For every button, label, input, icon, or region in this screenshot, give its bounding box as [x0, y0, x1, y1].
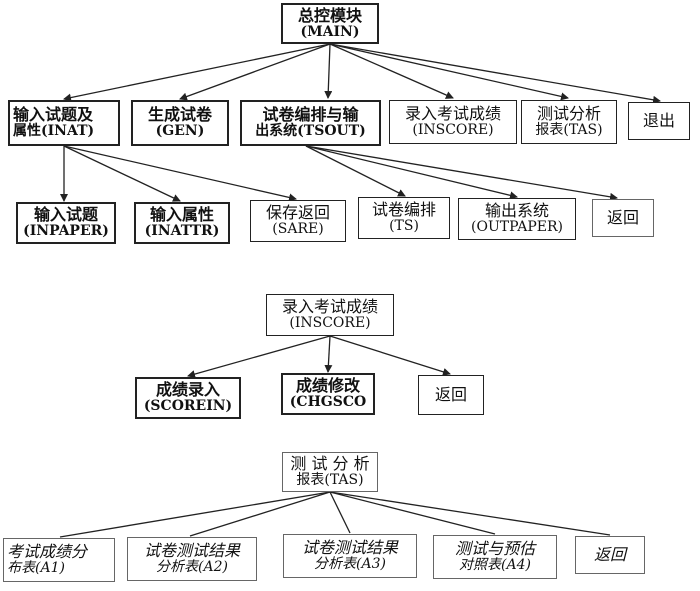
connector-tas-ret3	[329, 491, 611, 536]
connector-main-inscore	[329, 43, 454, 99]
node-tas-detail: 测 试 分 析 报表(TAS)	[282, 452, 378, 492]
node-tsout: 试卷编排与输 出系统(TSOUT)	[240, 100, 381, 146]
node-inpaper: 输入试题 (INPAPER)	[16, 202, 116, 244]
node-a3-label: 试卷测试结果	[301, 538, 398, 558]
node-inattr-label: 输入属性	[149, 205, 214, 225]
node-gen: 生成试卷 (GEN)	[131, 100, 229, 146]
node-inscore: 录入考试成绩 (INSCORE)	[389, 100, 517, 144]
connector-main-exit	[329, 43, 661, 104]
node-inat-label: 输入试题及	[13, 105, 94, 125]
node-outpaper-code: (OUTPAPER)	[471, 219, 563, 236]
node-inat: 输入试题及 属性(INAT)	[8, 100, 120, 146]
node-return-1-label: 返回	[606, 208, 639, 228]
node-main-code: (MAIN)	[300, 23, 360, 40]
node-inscore-detail-code: (INSCORE)	[289, 315, 371, 332]
node-inpaper-code: (INPAPER)	[23, 223, 109, 240]
node-tas: 测试分析 报表(TAS)	[521, 100, 617, 144]
node-gen-label: 生成试卷	[147, 105, 212, 125]
node-return-2-label: 返回	[434, 385, 467, 405]
node-gen-code: (GEN)	[155, 123, 205, 140]
node-a4-label: 测试与预估	[454, 539, 535, 559]
connector-tas-a1	[59, 491, 331, 538]
node-inscore-label: 录入考试成绩	[404, 104, 501, 124]
node-exit: 退出	[628, 102, 690, 140]
connector-inscore-scorein	[187, 335, 331, 378]
node-a2: 试卷测试结果 分析表(A2)	[127, 537, 257, 581]
node-scorein-label: 成绩录入	[155, 380, 220, 400]
node-chgsco: 成绩修改 (CHGSCO	[281, 373, 375, 415]
node-ts: 试卷编排 (TS)	[358, 197, 450, 239]
node-inscore-detail-label: 录入考试成绩	[281, 297, 378, 317]
node-sare: 保存返回 (SARE)	[250, 200, 346, 242]
node-main: 总控模块 (MAIN)	[281, 3, 379, 44]
node-tas-detail-label: 测 试 分 析	[290, 454, 370, 474]
connector-inat-inattr	[63, 145, 181, 202]
node-sare-code: (SARE)	[272, 221, 324, 238]
node-sare-label: 保存返回	[265, 203, 330, 223]
node-tas-label: 测试分析	[536, 104, 601, 124]
connector-tsout-outpaper	[305, 145, 518, 200]
connector-tas-a3	[329, 491, 351, 534]
node-return-1: 返回	[592, 199, 654, 237]
node-outpaper-label: 输出系统	[484, 201, 549, 221]
connector-inscore-ret2	[329, 335, 451, 376]
node-a4: 测试与预估 对照表(A4)	[433, 535, 557, 579]
node-a3-code: 分析表(A3)	[314, 556, 386, 573]
connector-tas-a2	[189, 491, 331, 537]
node-return-2: 返回	[418, 375, 484, 415]
node-ts-label: 试卷编排	[371, 200, 436, 220]
node-inpaper-label: 输入试题	[33, 205, 98, 225]
node-scorein-code: (SCOREIN)	[143, 398, 233, 415]
node-tsout-label: 试卷编排与输	[262, 105, 359, 125]
node-a1-code: 布表(A1)	[7, 560, 65, 577]
node-inscore-code: (INSCORE)	[412, 122, 494, 139]
node-inattr: 输入属性 (INATTR)	[134, 202, 230, 244]
connector-tsout-ts	[305, 145, 406, 197]
connector-tsout-ret1	[305, 145, 618, 201]
node-chgsco-code: (CHGSCO	[289, 394, 367, 411]
node-exit-label: 退出	[642, 111, 675, 131]
node-inat-code: 属性(INAT)	[13, 123, 95, 140]
connector-main-gen	[179, 43, 331, 101]
connector-inat-sare	[63, 145, 297, 202]
connector-main-tas	[329, 43, 569, 101]
connector-tas-a4	[329, 491, 496, 535]
node-a2-label: 试卷测试结果	[143, 541, 240, 561]
node-main-label: 总控模块	[297, 5, 362, 25]
node-a4-code: 对照表(A4)	[459, 557, 531, 574]
connector-main-tsout	[324, 43, 333, 99]
node-ts-code: (TS)	[389, 218, 419, 235]
node-return-3: 返回	[575, 536, 645, 574]
connector-inscore-chgsco	[324, 335, 333, 373]
node-scorein: 成绩录入 (SCOREIN)	[135, 377, 241, 419]
node-inattr-code: (INATTR)	[144, 223, 220, 240]
node-inscore-detail: 录入考试成绩 (INSCORE)	[266, 294, 394, 336]
node-a3: 试卷测试结果 分析表(A3)	[283, 534, 417, 578]
node-tas-code: 报表(TAS)	[535, 122, 603, 139]
node-tas-detail-code: 报表(TAS)	[296, 472, 364, 489]
node-chgsco-label: 成绩修改	[295, 376, 360, 396]
node-return-3-label: 返回	[593, 545, 626, 565]
node-a1-label: 考试成绩分	[7, 542, 88, 562]
node-outpaper: 输出系统 (OUTPAPER)	[458, 198, 576, 240]
connector-main-inat	[63, 43, 331, 102]
node-a2-code: 分析表(A2)	[156, 559, 228, 576]
node-a1: 考试成绩分 布表(A1)	[3, 538, 115, 582]
node-tsout-code: 出系统(TSOUT)	[255, 123, 366, 140]
